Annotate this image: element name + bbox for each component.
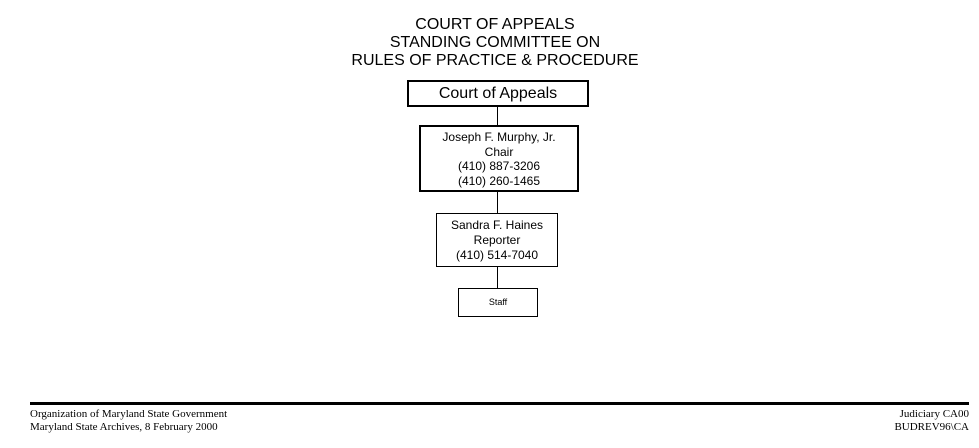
chair-phone-1: (410) 887-3206 [457,159,541,173]
footer-right: Judiciary CA00 BUDREV96\CA [894,408,969,434]
connector-line [497,192,498,213]
reporter-role: Reporter [473,233,521,247]
footer-left-line-2: Maryland State Archives, 8 February 2000 [30,421,218,433]
connector-line [497,107,498,125]
reporter-box: Sandra F. Haines Reporter (410) 514-7040 [436,213,558,267]
chair-phone-2: (410) 260-1465 [457,173,541,188]
footer-left: Organization of Maryland State Governmen… [30,408,227,434]
footer-right-line-1: Judiciary CA00 [899,408,969,420]
reporter-phone: (410) 514-7040 [455,248,539,262]
staff-label: Staff [488,297,508,307]
chair-role: Chair [484,144,514,159]
chair-name: Joseph F. Murphy, Jr. [442,130,556,144]
page-title: COURT OF APPEALS STANDING COMMITTEE ON R… [295,16,695,70]
connector-line [497,267,498,288]
reporter-name: Sandra F. Haines [450,218,544,232]
footer-right-line-2: BUDREV96\CA [894,421,969,433]
title-line-2: STANDING COMMITTEE ON [389,34,601,51]
court-of-appeals-box: Court of Appeals [407,80,589,107]
court-label: Court of Appeals [438,85,558,102]
chair-box: Joseph F. Murphy, Jr. Chair (410) 887-32… [419,125,579,192]
footer-left-line-1: Organization of Maryland State Governmen… [30,408,228,420]
title-line-1: COURT OF APPEALS [415,16,575,33]
staff-box: Staff [458,288,538,317]
footer-rule [30,402,969,405]
title-line-3: RULES OF PRACTICE & PROCEDURE [351,52,639,69]
